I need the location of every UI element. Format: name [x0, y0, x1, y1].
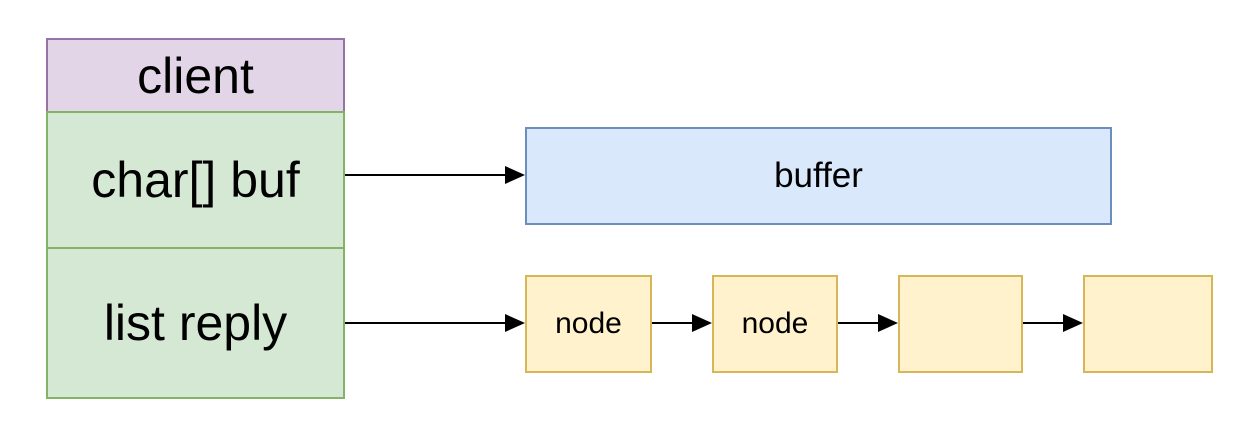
arrowhead-icon	[505, 166, 525, 184]
arrowhead-icon	[692, 314, 712, 332]
arrow-shaft	[345, 174, 509, 176]
client-field-list-reply: list reply	[46, 247, 345, 399]
client-record-header: client	[46, 38, 345, 113]
arrow-shaft	[345, 322, 509, 324]
arrowhead-icon	[1063, 314, 1083, 332]
arrowhead-icon	[878, 314, 898, 332]
client-field-char-buf: char[] buf	[46, 111, 345, 249]
list-node-1: node	[525, 275, 652, 373]
list-node-4	[1083, 275, 1213, 373]
buffer-box: buffer	[525, 127, 1112, 225]
arrow-shaft	[838, 322, 882, 324]
list-node-3	[898, 275, 1023, 373]
list-node-2: node	[712, 275, 838, 373]
arrowhead-icon	[505, 314, 525, 332]
arrow-shaft	[1023, 322, 1067, 324]
arrow-shaft	[652, 322, 696, 324]
